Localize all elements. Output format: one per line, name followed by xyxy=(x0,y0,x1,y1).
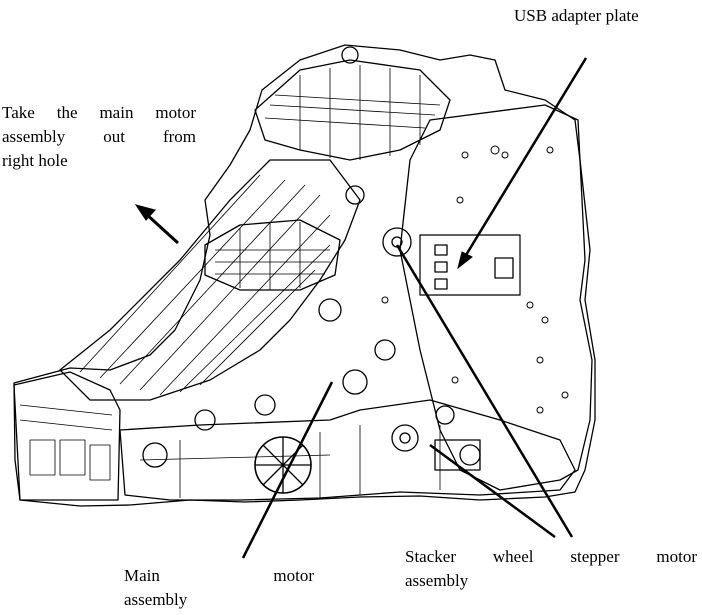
base-frame-detail xyxy=(139,425,441,498)
roller-bank-ribs xyxy=(215,222,330,290)
usb-connector-2 xyxy=(434,261,448,273)
side-plate xyxy=(399,104,593,491)
leader-main-motor xyxy=(241,381,334,559)
usb-adapter-label: USB adapter plate xyxy=(514,4,639,28)
stacker-motor-label: Stacker wheel stepper motor assembly xyxy=(405,545,697,593)
usb-plate xyxy=(419,234,521,296)
leader-stacker-1 xyxy=(395,244,574,538)
gear-low-1 xyxy=(194,409,216,431)
main-motor-line-1: Main motor xyxy=(124,566,314,585)
take-out-arrow-head xyxy=(134,204,156,221)
gear-mid-1 xyxy=(318,298,342,322)
stacker-line-1: Stacker wheel stepper motor xyxy=(405,547,697,566)
usb-connector-4 xyxy=(494,257,514,279)
usb-connector-3 xyxy=(434,278,448,290)
stacker-line-2: assembly xyxy=(405,571,469,590)
usb-connector-1 xyxy=(434,244,448,256)
take-out-line-1: Take the main motor xyxy=(2,103,196,122)
roller-bank xyxy=(204,219,341,291)
take-out-label: Take the main motor assembly out from ri… xyxy=(2,101,196,173)
gear-top-1 xyxy=(341,46,359,64)
gear-stacker xyxy=(391,424,419,452)
gear-mid-2 xyxy=(342,369,368,395)
upper-channel xyxy=(254,59,451,161)
usb-adapter-text: USB adapter plate xyxy=(514,6,639,25)
front-cassette-detail xyxy=(19,404,113,481)
leader-usb-arrowhead xyxy=(457,251,473,270)
stacker-wheel xyxy=(459,444,481,466)
gear-left xyxy=(142,442,168,468)
gear-top-2 xyxy=(345,185,365,205)
take-out-line-3: right hole xyxy=(2,151,68,170)
gear-mid-3 xyxy=(374,339,396,361)
mounting-holes xyxy=(381,145,569,414)
gear-stacker-2 xyxy=(435,405,455,425)
chute xyxy=(59,159,361,401)
take-out-arrow-shaft xyxy=(143,211,180,245)
take-out-line-2: assembly out from xyxy=(2,127,196,146)
leader-usb xyxy=(461,57,588,261)
upper-channel-ribs xyxy=(264,65,441,160)
gear-low-2 xyxy=(254,394,276,416)
front-cassette xyxy=(13,371,121,501)
gear-upper xyxy=(382,227,412,257)
main-motor-line-2: assembly xyxy=(124,590,188,609)
motor-wheel-spokes xyxy=(255,437,311,493)
leader-stacker-2 xyxy=(429,443,556,539)
chute-rails xyxy=(79,174,331,396)
gear-stacker-hub xyxy=(399,432,411,444)
base-frame xyxy=(119,399,576,501)
main-motor-label: Main motor assembly xyxy=(124,564,314,612)
